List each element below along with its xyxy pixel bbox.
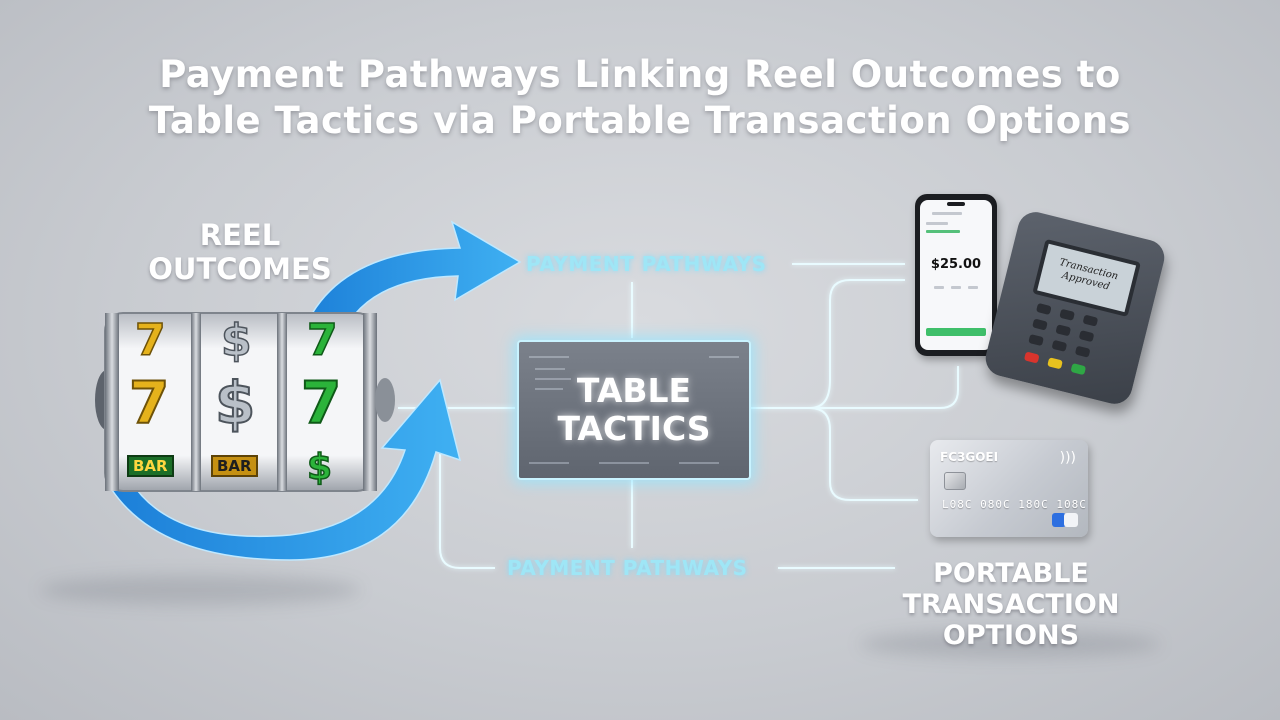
reel-symbol-grid: 7 $ 7 7 $ 7 BAR BAR $ (119, 313, 369, 491)
bottom-left-bracket (439, 430, 495, 569)
reel-symbol: $ (214, 368, 256, 438)
card-shadow (860, 630, 1160, 658)
reel-symbol: 7 (300, 368, 342, 438)
panel-row (535, 368, 565, 370)
panel-row (529, 356, 569, 358)
terminal-key (1035, 302, 1052, 316)
title-line-2: Table Tactics via Portable Transaction O… (148, 99, 1132, 142)
phone-ui-bar (934, 286, 944, 289)
terminal-key (1032, 318, 1048, 331)
card-network-logo (1052, 513, 1078, 527)
terminal-key-yellow (1047, 357, 1063, 370)
portable-options-label: PORTABLE TRANSACTION OPTIONS (880, 558, 1142, 651)
panel-row (535, 378, 571, 380)
phone-amount: $25.00 (930, 257, 982, 272)
table-tactics-line-2: TACTICS (557, 409, 711, 448)
terminal-key (1078, 330, 1095, 343)
upper-arrow (299, 220, 522, 346)
smartphone-icon: $25.00 (915, 194, 997, 356)
panel-row (599, 462, 649, 464)
reel-outcomes-line-2: OUTCOMES (148, 252, 332, 286)
reel-symbol: 7 (134, 314, 166, 367)
phone-ui-bar (926, 222, 948, 225)
terminal-key (1074, 345, 1091, 358)
phone-notch (947, 202, 965, 206)
phone-pay-button (926, 328, 986, 336)
phone-ui-bar (951, 286, 961, 289)
panel-row (709, 356, 739, 358)
reel-outcomes-line-1: REEL (199, 218, 281, 252)
contactless-icon: ))) (1059, 450, 1076, 466)
terminal-key-green (1070, 363, 1087, 376)
phone-ui-bar (932, 212, 962, 215)
portable-options-line-3: OPTIONS (942, 620, 1080, 651)
reel-shadow (40, 575, 360, 605)
branch-to-card (809, 407, 918, 501)
table-tactics-node: TABLE TACTICS (517, 340, 751, 480)
reel-symbol: BAR (211, 455, 258, 477)
terminal-key (1055, 324, 1072, 337)
branch-to-terminal (810, 366, 959, 409)
reel-outcomes-label: REEL OUTCOMES (130, 218, 350, 286)
reel-symbol: $ (306, 446, 333, 489)
terminal-key (1059, 308, 1076, 321)
phone-screen: $25.00 (920, 200, 992, 350)
card-brand: FC3GOEI (940, 450, 999, 464)
terminal-key-red (1023, 351, 1040, 364)
reel-symbol: BAR (127, 455, 174, 477)
panel-row (535, 388, 563, 390)
reel-symbol: 7 (128, 368, 170, 438)
panel-row (529, 462, 569, 464)
branch-to-phone (809, 279, 905, 409)
table-tactics-line-1: TABLE (576, 371, 692, 410)
chip-icon (944, 472, 966, 490)
phone-ui-bar (926, 230, 960, 233)
bottom-pathway-label: PAYMENT PATHWAYS (507, 556, 748, 580)
reel-symbol: 7 (306, 314, 338, 367)
table-tactics-label: TABLE TACTICS (519, 372, 749, 448)
lower-arrow (110, 378, 462, 561)
title-line-1: Payment Pathways Linking Reel Outcomes t… (159, 53, 1121, 96)
card-number: L08C 080C 180C 108C (942, 498, 1087, 511)
phone-ui-bar (968, 286, 978, 289)
panel-row (679, 462, 719, 464)
diagram-title: Payment Pathways Linking Reel Outcomes t… (0, 52, 1280, 144)
credit-card-icon: FC3GOEI ))) L08C 080C 180C 108C (930, 440, 1088, 537)
slot-machine-icon: 7 $ 7 7 $ 7 BAR BAR $ (95, 305, 395, 505)
portable-options-line-2: TRANSACTION (902, 589, 1120, 620)
terminal-key (1051, 339, 1068, 352)
terminal-key (1028, 333, 1044, 347)
terminal-key (1082, 314, 1099, 327)
top-pathway-label: PAYMENT PATHWAYS (526, 252, 767, 276)
reel-symbol: $ (220, 314, 252, 367)
portable-options-line-1: PORTABLE (933, 558, 1089, 589)
